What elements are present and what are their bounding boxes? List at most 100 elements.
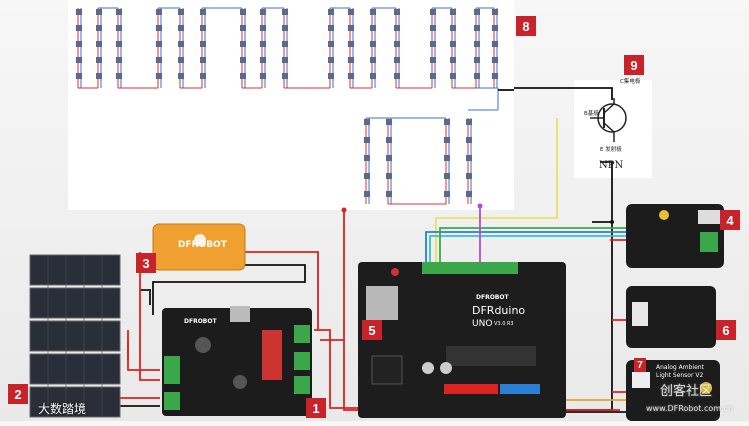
led-pixel <box>430 73 436 79</box>
badge-4: 4 <box>720 210 740 230</box>
led-pixel <box>474 25 480 31</box>
led-pixel <box>200 73 206 79</box>
npn-label: NPN <box>599 160 624 171</box>
led-pixel <box>450 25 456 31</box>
led-pixel <box>156 9 162 15</box>
led-pixel <box>348 57 354 63</box>
led-pixel <box>96 73 102 79</box>
led-pixel <box>116 57 122 63</box>
badge-6: 6 <box>716 320 736 340</box>
led-pixel <box>96 25 102 31</box>
led-pixel <box>178 73 184 79</box>
led-pixel <box>156 73 162 79</box>
transistor-panel <box>574 80 652 178</box>
led-pixel <box>240 57 246 63</box>
led-pixel <box>492 73 498 79</box>
led-pixel <box>348 73 354 79</box>
led-pixel <box>260 73 266 79</box>
led-pixel <box>156 41 162 47</box>
led-pixel <box>240 9 246 15</box>
arduino-board <box>358 262 566 418</box>
led-pixel <box>430 57 436 63</box>
led-pixel <box>178 25 184 31</box>
led-pixel <box>450 73 456 79</box>
led-pixel <box>116 73 122 79</box>
arduino-version: V3.0 R3 <box>494 321 514 327</box>
watermark-right: 创客社区 <box>660 384 713 399</box>
led-pixel <box>328 9 334 15</box>
led-pixel <box>240 41 246 47</box>
led-pixel <box>200 57 206 63</box>
badge-5: 5 <box>362 320 382 340</box>
led-pixel <box>76 25 82 31</box>
led-pixel <box>76 73 82 79</box>
battery-brand: DFROBOT <box>178 240 227 250</box>
led-pixel <box>116 41 122 47</box>
led-pixel <box>348 25 354 31</box>
led-pixel <box>116 9 122 15</box>
collector-label: C集电极 <box>620 79 641 85</box>
led-pixel <box>466 173 472 179</box>
badge-2: 2 <box>8 384 28 404</box>
led-pixel <box>178 57 184 63</box>
battery-pack <box>152 223 246 271</box>
arduino-brand: DFROBOT <box>476 294 509 301</box>
led-pixel <box>492 41 498 47</box>
led-pixel <box>200 9 206 15</box>
led-pixel <box>450 9 456 15</box>
led-pixel <box>430 25 436 31</box>
led-pixel <box>364 155 370 161</box>
led-pixel <box>282 41 288 47</box>
led-pixel <box>386 119 392 125</box>
led-pixel <box>474 9 480 15</box>
led-pixel <box>282 57 288 63</box>
led-pixel <box>76 9 82 15</box>
led-pixel <box>466 119 472 125</box>
badge-9: 9 <box>624 55 644 75</box>
led-pixel <box>156 25 162 31</box>
led-pixel <box>328 57 334 63</box>
led-pixel <box>96 41 102 47</box>
led-pixel <box>364 119 370 125</box>
badge-1: 1 <box>306 398 326 418</box>
led-pixel <box>370 73 376 79</box>
base-label: B基极 <box>584 111 599 117</box>
led-pixel <box>282 25 288 31</box>
led-pixel <box>430 9 436 15</box>
led-pixel <box>178 41 184 47</box>
led-pixel <box>178 9 184 15</box>
led-pixel <box>364 173 370 179</box>
arduino-name: DFRduino <box>472 304 526 317</box>
watermark-url: www.DFRobot.com.cn <box>646 404 734 413</box>
arduino-model: UNO <box>472 319 493 329</box>
led-pixel <box>282 73 288 79</box>
power-board-brand: DFROBOT <box>184 318 217 325</box>
led-pixel <box>474 73 480 79</box>
badge-7: 7 <box>634 358 646 372</box>
badge-8: 8 <box>516 16 536 36</box>
led-pixel <box>348 9 354 15</box>
led-pixel <box>394 41 400 47</box>
led-pixel <box>444 119 450 125</box>
led-pixel <box>240 25 246 31</box>
led-pixel <box>474 57 480 63</box>
led-pixel <box>394 57 400 63</box>
led-pixel <box>444 173 450 179</box>
light-sensor-subtitle: Light Sensor V2 <box>656 372 704 379</box>
sensor-module-6 <box>626 286 716 348</box>
led-pixel <box>474 41 480 47</box>
led-pixel <box>466 191 472 197</box>
led-pixel <box>450 41 456 47</box>
led-pixel <box>370 41 376 47</box>
led-pixel <box>200 25 206 31</box>
led-pixel <box>394 73 400 79</box>
led-pixel <box>260 9 266 15</box>
led-pixel <box>96 9 102 15</box>
led-pixel <box>200 41 206 47</box>
led-pixel <box>328 41 334 47</box>
led-pixel <box>466 137 472 143</box>
led-pixel <box>348 41 354 47</box>
led-pixel <box>386 155 392 161</box>
